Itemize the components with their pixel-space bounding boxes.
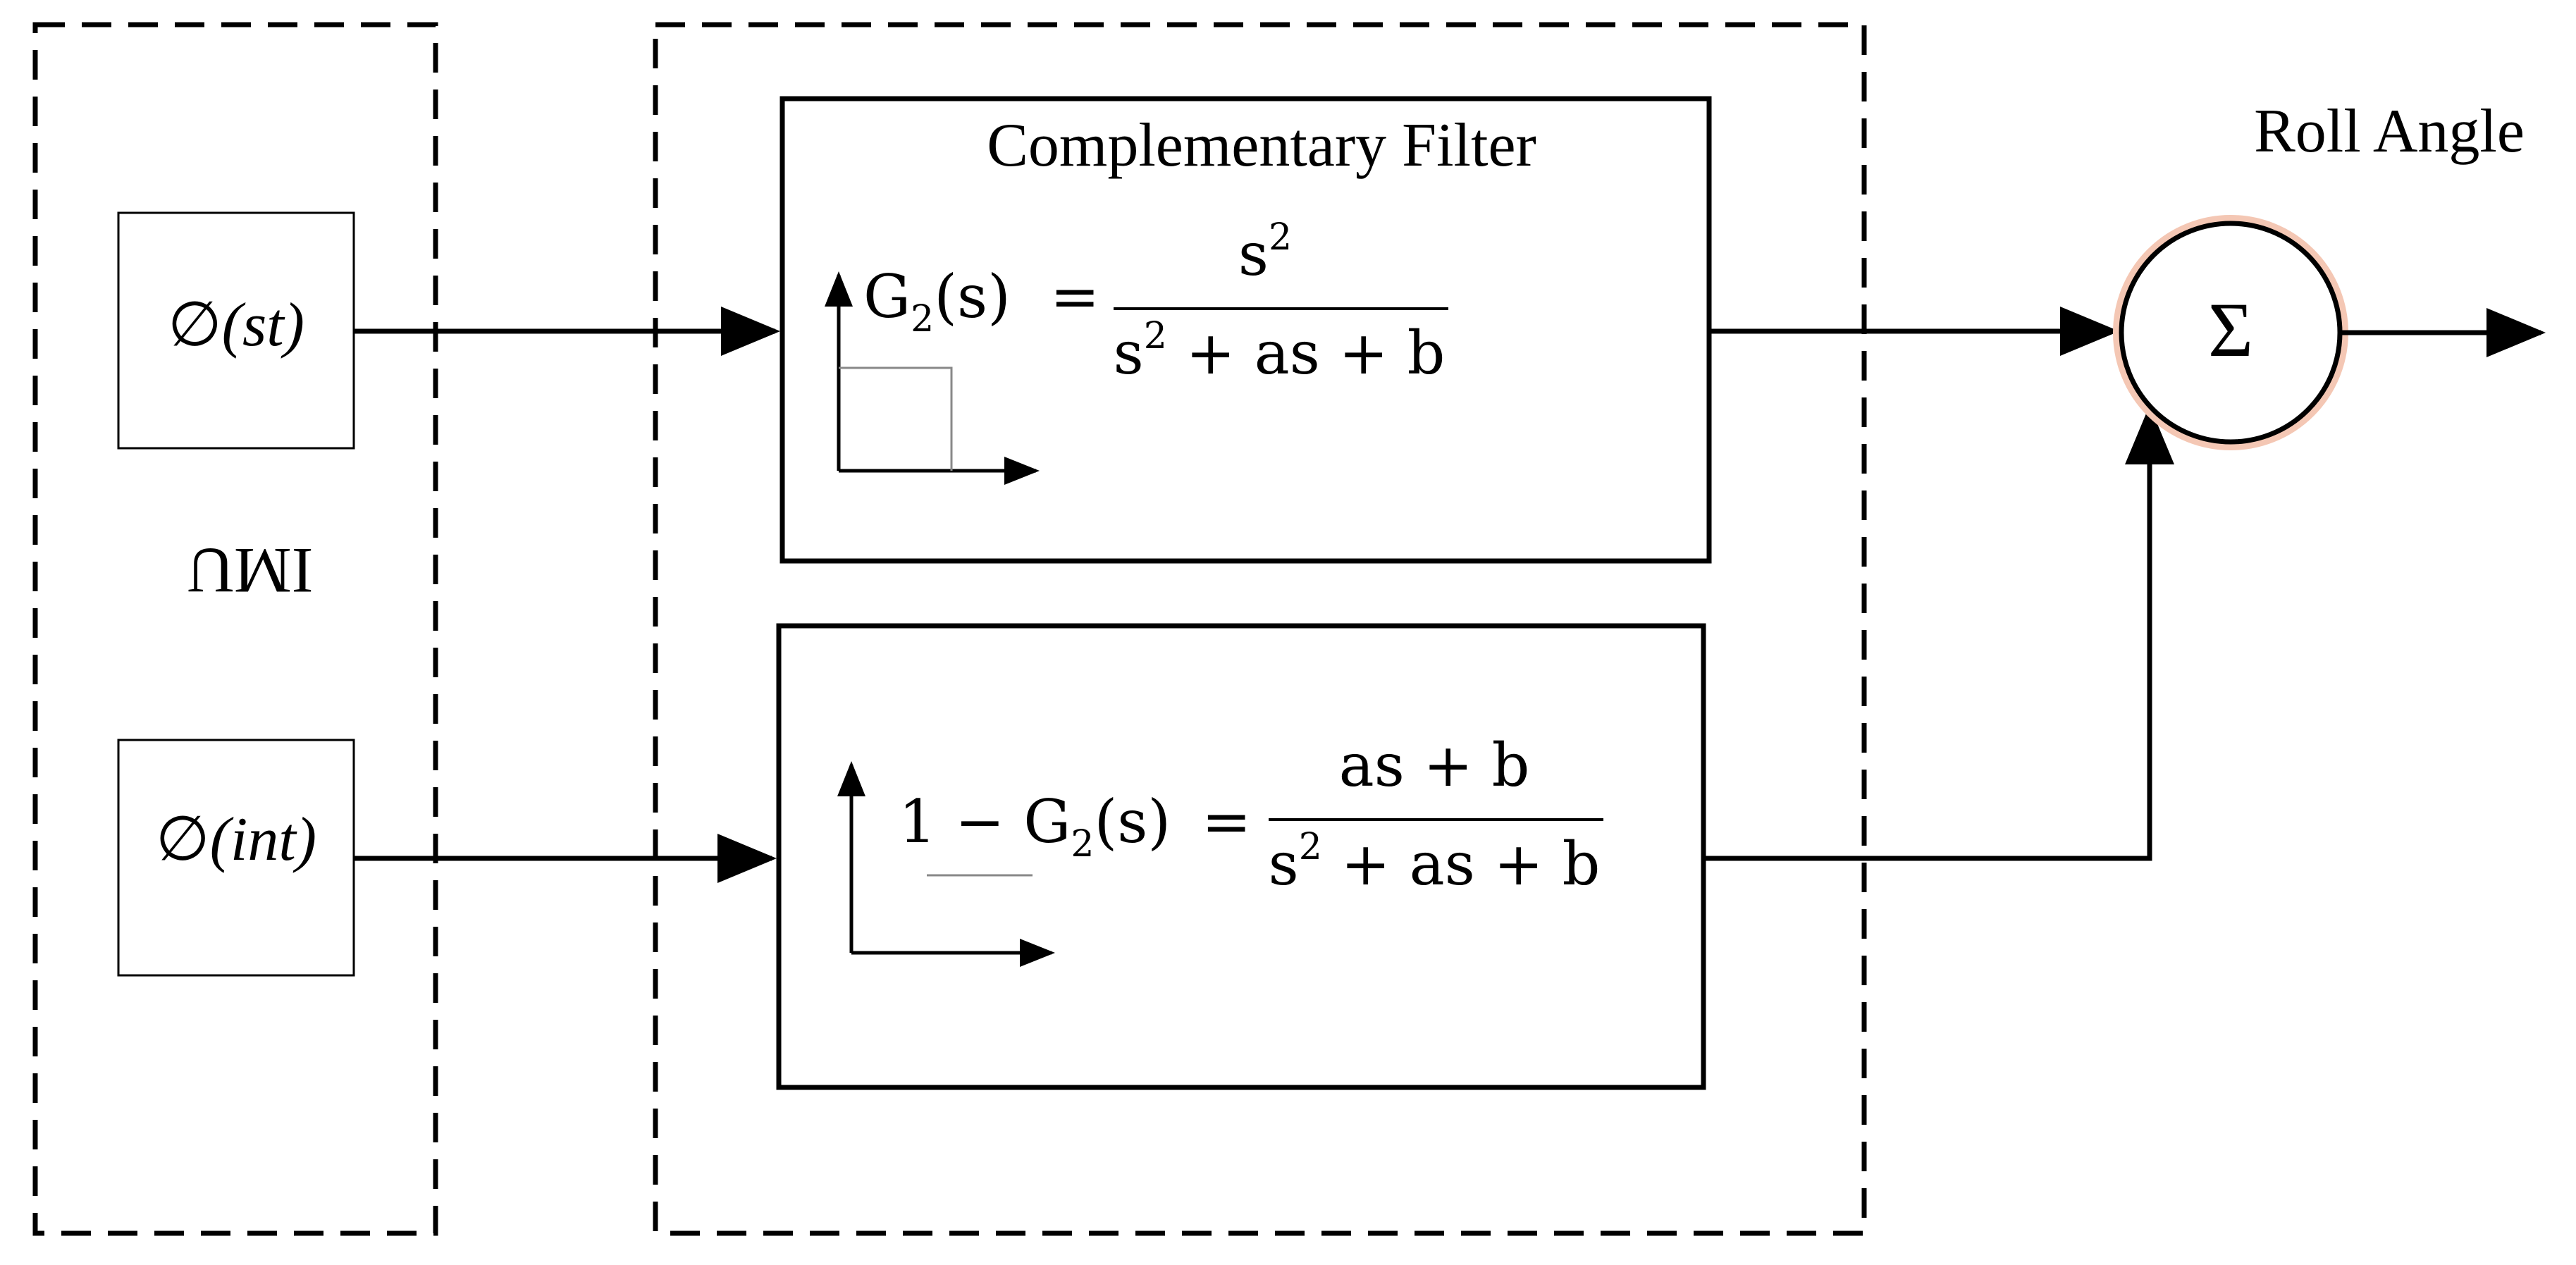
filter-title: Complementary Filter [987, 111, 1536, 180]
svg-text:s2: s2 [1238, 216, 1292, 289]
svg-text:1 − G2(s): 1 − G2(s) [899, 787, 1171, 865]
low-pass-equation: 1 − G2(s) = as + b s2 + as + b [899, 731, 1603, 899]
input-label-st: ∅(st) [168, 291, 304, 359]
low-pass-block [776, 623, 1706, 1090]
svg-text:G2(s): G2(s) [863, 262, 1011, 340]
svg-text:as + b: as + b [1339, 731, 1530, 800]
high-pass-block [779, 96, 1712, 564]
imu-group-border [32, 22, 438, 1236]
svg-text:=: = [1050, 262, 1099, 331]
imu-label: IMU [187, 535, 314, 607]
sum-symbol: Σ [2208, 287, 2253, 373]
svg-text:s2 + as + b: s2 + as + b [1114, 315, 1446, 388]
high-pass-response-icon [825, 271, 1040, 485]
input-label-int: ∅(int) [156, 806, 316, 874]
output-label: Roll Angle [2254, 97, 2525, 166]
input-box-st [117, 211, 355, 450]
input-box-int [117, 739, 355, 977]
high-pass-equation: G2(s) = s2 s2 + as + b [863, 216, 1448, 388]
signal-lowpass-to-sum [1703, 405, 2174, 861]
svg-text:=: = [1202, 787, 1251, 856]
low-pass-response-icon [837, 761, 1055, 967]
svg-text:s2 + as + b: s2 + as + b [1269, 826, 1601, 899]
